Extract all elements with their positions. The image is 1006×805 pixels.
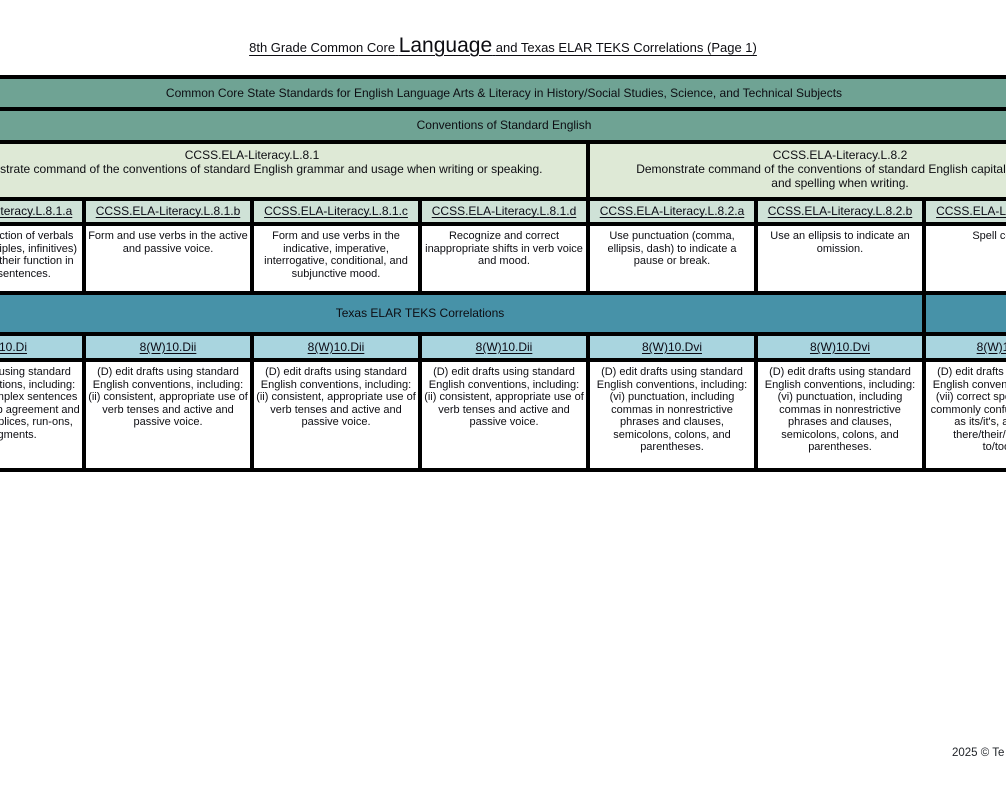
- ccss-strand-l81-description: Demonstrate command of the conventions o…: [0, 162, 543, 177]
- ccss-link-l-8-2-b[interactable]: CCSS.ELA-Literacy.L.8.2.b: [758, 201, 922, 222]
- teks-link-10dvi-5[interactable]: 8(W)10.Dvi: [590, 336, 754, 358]
- ccss-link-l-8-2-a[interactable]: CCSS.ELA-Literacy.L.8.2.a: [590, 201, 754, 222]
- teks-link-10di-1[interactable]: 8(W)10.Di: [0, 336, 82, 358]
- ccss-desc-l-8-2-a: Use punctuation (comma, ellipsis, dash) …: [590, 226, 754, 291]
- teks-banner: Texas ELAR TEKS Correlations: [0, 295, 922, 332]
- page-title-emphasis: Language: [398, 34, 493, 57]
- teks-link-10dii-4[interactable]: 8(W)10.Dii: [422, 336, 586, 358]
- section-banner: Conventions of Standard English: [0, 111, 1006, 140]
- ccss-link-l-8-1-a[interactable]: CCSS.ELA-Literacy.L.8.1.a: [0, 201, 82, 222]
- teks-desc-7: (D) edit drafts using standard English c…: [926, 362, 1006, 468]
- ccss-desc-l-8-1-a: Explain the function of verbals (gerunds…: [0, 226, 82, 291]
- teks-link-10dii-2[interactable]: 8(W)10.Dii: [86, 336, 250, 358]
- ccss-link-l-8-1-d[interactable]: CCSS.ELA-Literacy.L.8.1.d: [422, 201, 586, 222]
- teks-desc-2: (D) edit drafts using standard English c…: [86, 362, 250, 468]
- teks-desc-4: (D) edit drafts using standard English c…: [422, 362, 586, 468]
- teks-banner-overflow: [926, 295, 1006, 332]
- ccss-link-l-8-1-b[interactable]: CCSS.ELA-Literacy.L.8.1.b: [86, 201, 250, 222]
- footer-copyright: 2025 © Te: [952, 747, 1005, 759]
- ccss-desc-l-8-1-d: Recognize and correct inappropriate shif…: [422, 226, 586, 291]
- page-title-prefix: 8th Grade Common Core: [249, 40, 396, 55]
- ccss-desc-l-8-2-b: Use an ellipsis to indicate an omission.: [758, 226, 922, 291]
- teks-link-10dii-3[interactable]: 8(W)10.Dii: [254, 336, 418, 358]
- ccss-strand-l81-code: CCSS.ELA-Literacy.L.8.1: [184, 148, 320, 162]
- teks-desc-3: (D) edit drafts using standard English c…: [254, 362, 418, 468]
- page-title: 8th Grade Common Core Language and Texas…: [0, 34, 1006, 58]
- ccss-link-l-8-2-c[interactable]: CCSS.ELA-Literacy.L.8.2.c: [926, 201, 1006, 222]
- ccss-link-l-8-1-c[interactable]: CCSS.ELA-Literacy.L.8.1.c: [254, 201, 418, 222]
- ccss-desc-l-8-1-c: Form and use verbs in the indicative, im…: [254, 226, 418, 291]
- teks-desc-1: (D) edit drafts using standard English c…: [0, 362, 82, 468]
- ccss-strand-l82-description: Demonstrate command of the conventions o…: [636, 162, 1006, 191]
- ccss-desc-l-8-2-c: Spell correctly.: [926, 226, 1006, 291]
- ccss-strand-l81: CCSS.ELA-Literacy.L.8.1 Demonstrate comm…: [0, 144, 586, 197]
- page-title-suffix: and Texas ELAR TEKS Correlations (Page 1…: [495, 40, 757, 55]
- teks-desc-5: (D) edit drafts using standard English c…: [590, 362, 754, 468]
- teks-link-10dvii-7[interactable]: 8(W)10.Dvii: [926, 336, 1006, 358]
- teks-link-10dvi-6[interactable]: 8(W)10.Dvi: [758, 336, 922, 358]
- ccss-strand-l82: CCSS.ELA-Literacy.L.8.2 Demonstrate comm…: [590, 144, 1006, 197]
- correlations-table: Common Core State Standards for English …: [0, 75, 1006, 472]
- teks-desc-6: (D) edit drafts using standard English c…: [758, 362, 922, 468]
- ccss-strand-l82-code: CCSS.ELA-Literacy.L.8.2: [772, 148, 908, 162]
- ccss-banner: Common Core State Standards for English …: [0, 79, 1006, 107]
- ccss-desc-l-8-1-b: Form and use verbs in the active and pas…: [86, 226, 250, 291]
